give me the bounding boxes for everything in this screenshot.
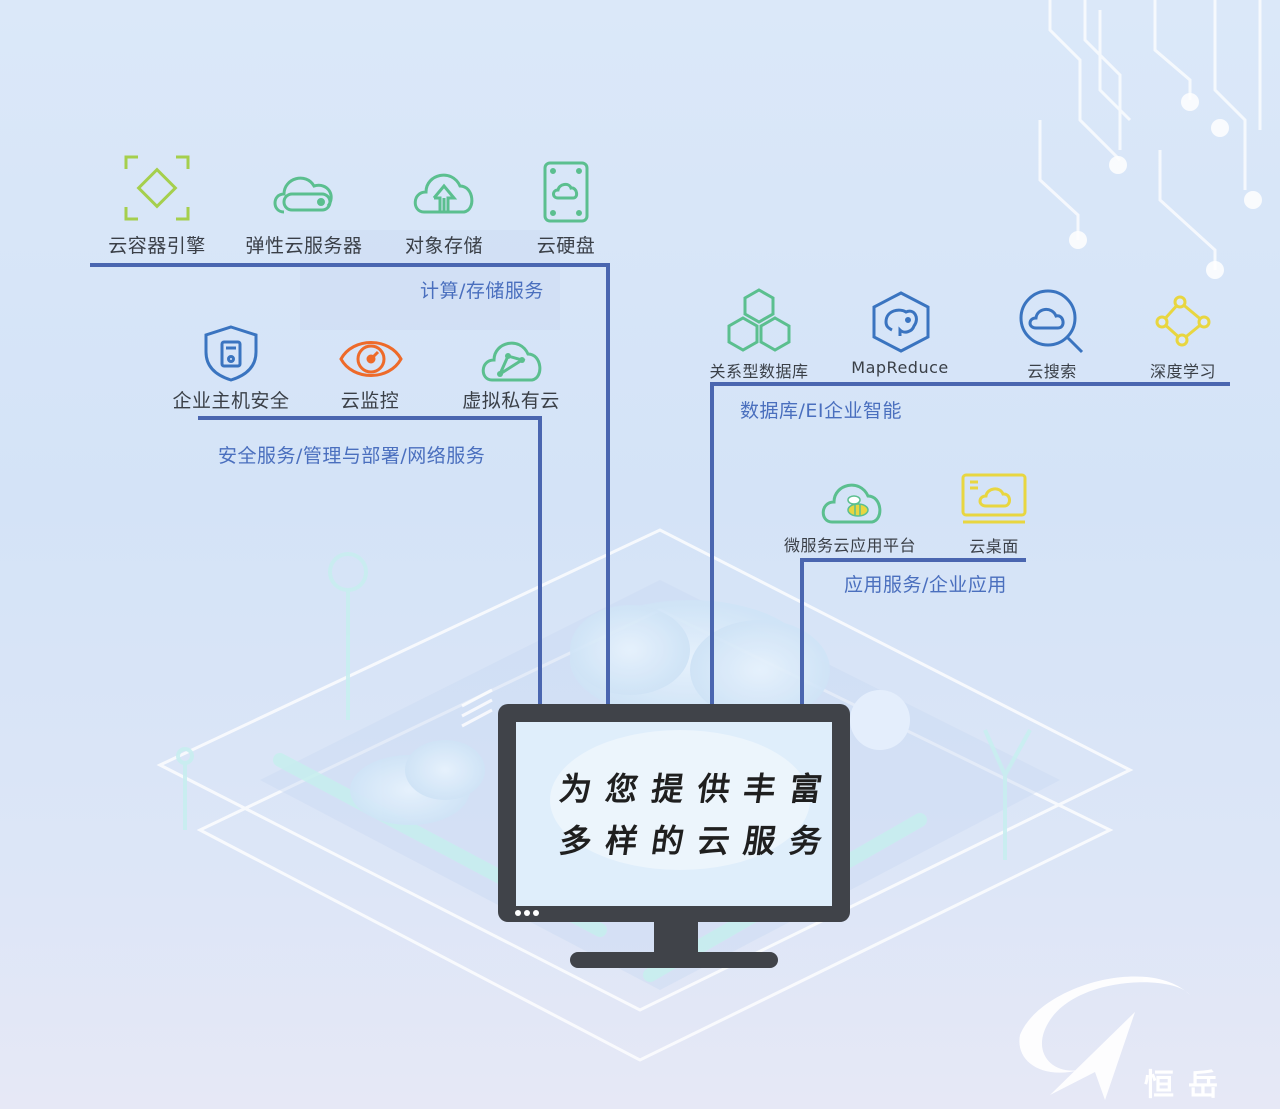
service-label-cloud-server[interactable]: 弹性云服务器 xyxy=(245,235,363,257)
cloud-upload-icon xyxy=(413,173,474,214)
platform-outline xyxy=(156,528,1134,1062)
logo-mark xyxy=(1019,976,1190,1100)
service-label-container-engine[interactable]: 云容器引擎 xyxy=(108,235,206,257)
monitor-text-line1: 为您提供丰富 xyxy=(557,770,839,808)
shield-icon xyxy=(204,325,258,382)
group-title-database-ei: 数据库/EI企业智能 xyxy=(740,400,903,422)
monitor-text-line2: 多样的云服务 xyxy=(557,822,839,860)
service-label-microservice[interactable]: 微服务云应用平台 xyxy=(783,536,917,555)
hexagon-cluster-icon xyxy=(727,288,791,352)
service-label-mapreduce[interactable]: MapReduce xyxy=(851,358,949,377)
service-label-vpc[interactable]: 虚拟私有云 xyxy=(462,390,560,412)
group-title-application: 应用服务/企业应用 xyxy=(844,574,1007,596)
service-label-host-security[interactable]: 企业主机安全 xyxy=(172,390,290,412)
node-graph-icon xyxy=(1155,295,1211,347)
connector-lines xyxy=(90,263,1230,705)
logo-text: 恒岳 xyxy=(1144,1068,1232,1103)
service-label-cloud-search[interactable]: 云搜索 xyxy=(1027,362,1077,381)
circuit-decoration xyxy=(1038,0,1262,270)
cloud-desktop-icon xyxy=(961,473,1027,524)
vpc-cloud-icon xyxy=(481,341,542,382)
eye-monitor-icon xyxy=(339,341,403,377)
monitor xyxy=(498,704,850,968)
elephant-hexagon-icon xyxy=(872,291,930,353)
group-title-compute-storage: 计算/存储服务 xyxy=(420,280,544,302)
bee-cloud-icon xyxy=(821,483,882,524)
service-label-cloud-monitor[interactable]: 云监控 xyxy=(340,390,400,412)
service-label-rds[interactable]: 关系型数据库 xyxy=(709,362,809,381)
container-engine-icon xyxy=(124,155,190,221)
service-label-deep-learning[interactable]: 深度学习 xyxy=(1149,362,1217,381)
service-label-cloud-desktop[interactable]: 云桌面 xyxy=(969,537,1019,556)
group-title-security: 安全服务/管理与部署/网络服务 xyxy=(218,445,486,467)
cloud-search-icon xyxy=(1019,289,1084,354)
service-label-cloud-disk[interactable]: 云硬盘 xyxy=(536,235,596,257)
cloud-disk-icon xyxy=(543,161,589,223)
cloud-server-icon xyxy=(273,176,333,214)
service-label-object-storage[interactable]: 对象存储 xyxy=(404,235,484,257)
